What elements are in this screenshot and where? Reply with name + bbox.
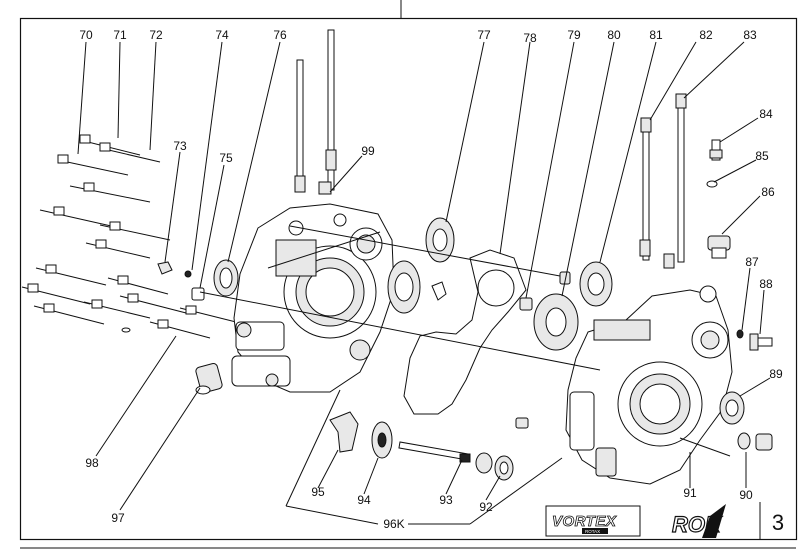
clip-part [431,281,447,301]
nut-part-90 [737,432,773,451]
callout-84: 84 [759,107,773,121]
callout-90: 90 [739,488,753,502]
shaft-part-93 [398,441,471,463]
callout-81: 81 [649,28,663,42]
seal-part-76 [213,259,239,297]
callout-72: 72 [149,28,163,42]
bearing-left-main [387,260,421,314]
washer-part-85 [706,180,718,188]
plug-part-84 [709,139,723,161]
callout-78: 78 [523,31,537,45]
callout-85: 85 [755,149,769,163]
callout-92: 92 [479,500,493,514]
right-crankcase [565,285,733,485]
sheet-number: 3 [772,510,784,535]
callout-80: 80 [607,28,621,42]
callout-76: 76 [273,28,287,42]
callout-83: 83 [743,28,757,42]
stud-set-99 [294,29,337,195]
nut-part-small [559,271,571,285]
callout-75: 75 [219,151,233,165]
callout-labels: 70 71 72 73 74 75 76 77 78 79 80 81 82 8… [79,28,783,531]
leader-lines [77,41,771,525]
callout-91: 91 [683,486,697,500]
callout-89: 89 [769,367,783,381]
callout-87: 87 [745,255,759,269]
seal-part-89 [719,391,745,425]
callout-94: 94 [357,493,371,507]
nut-part-79 [519,297,533,311]
callout-71: 71 [113,28,127,42]
callout-77: 77 [477,28,491,42]
callout-74: 74 [215,28,229,42]
callout-86: 86 [761,185,775,199]
nut-part-center [515,417,529,429]
seal-part-92 [475,452,514,481]
impeller-part-95 [329,411,359,453]
callout-79: 79 [567,28,581,42]
callout-73: 73 [173,139,187,153]
callout-98: 98 [85,456,99,470]
impeller-part-94 [371,421,393,459]
bearing-part-77 [425,217,455,263]
callout-70: 70 [79,28,93,42]
vortex-logo: VORTEX ROTAX [545,505,641,537]
callout-88: 88 [759,277,773,291]
left-crankcase [231,203,395,393]
stud-set-82-83 [639,93,687,269]
callout-96K: 96K [383,517,404,531]
bolt-part-88 [749,333,773,351]
svg-text:ROTAX: ROTAX [585,529,600,534]
bearing-part-80 [533,293,579,351]
bolt-set-left [21,134,237,339]
callout-99: 99 [361,144,375,158]
callout-95: 95 [311,485,325,499]
rok-logo: ROK [671,504,726,538]
callout-93: 93 [439,493,453,507]
bearing-part-81 [579,261,613,307]
washer-part-87 [736,329,744,339]
gasket-part-78 [403,249,527,415]
callout-82: 82 [699,28,713,42]
plug-part-86 [707,235,731,259]
assembly-axis-lines [199,225,601,371]
svg-text:VORTEX: VORTEX [552,513,617,530]
callout-97: 97 [111,511,125,525]
shaft-part-91 [679,437,731,457]
drawing-frame [19,17,798,541]
